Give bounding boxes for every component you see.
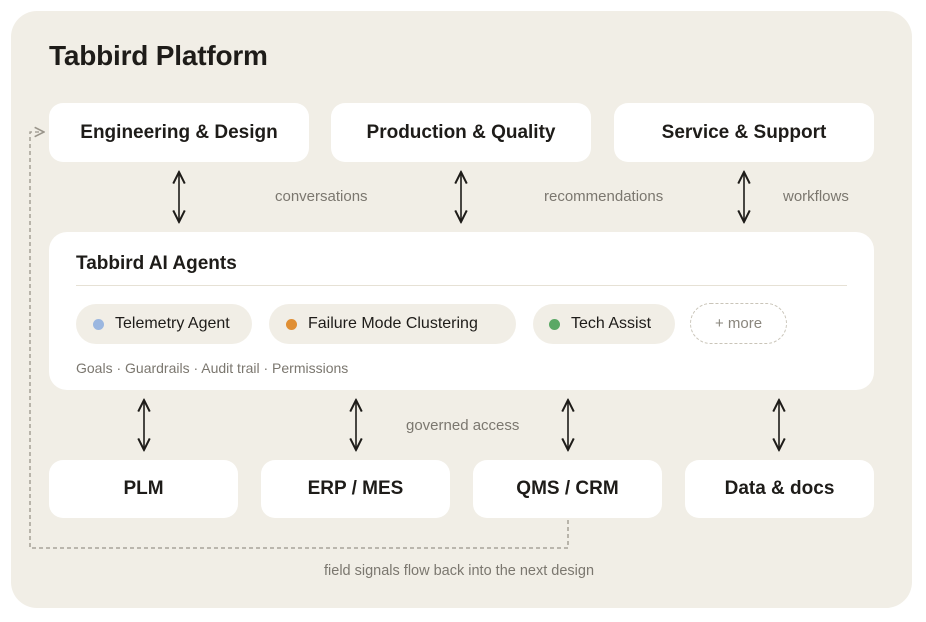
tech-assist-pill[interactable]: Tech Assist (533, 304, 675, 344)
pill-label: Failure Mode Clustering (308, 315, 478, 332)
feedback-label: field signals flow back into the next de… (324, 563, 595, 579)
pill-label: Telemetry Agent (115, 315, 230, 332)
ai-agents-panel: Tabbird AI Agents Telemetry Agent Failur… (49, 232, 874, 390)
agents-title: Tabbird AI Agents (76, 253, 237, 274)
more-agents-pill[interactable]: + more (690, 303, 787, 344)
page-title: Tabbird Platform (49, 40, 268, 71)
agents-divider (76, 285, 847, 286)
service-support-box: Service & Support (614, 103, 874, 162)
governed-access-label: governed access (406, 417, 520, 434)
conversations-label: conversations (275, 188, 368, 205)
workflows-label: workflows (783, 188, 849, 205)
erp-mes-box: ERP / MES (261, 460, 450, 518)
recommendations-label: recommendations (544, 188, 664, 205)
pill-label: Tech Assist (571, 315, 652, 332)
status-dot-icon (93, 318, 104, 330)
agents-footer: Goals · Guardrails · Audit trail · Permi… (76, 360, 349, 376)
telemetry-agent-pill[interactable]: Telemetry Agent (76, 304, 252, 344)
engineering-design-box: Engineering & Design (49, 103, 309, 162)
status-dot-icon (549, 318, 560, 330)
status-dot-icon (286, 318, 297, 330)
qms-crm-box: QMS / CRM (473, 460, 662, 518)
production-quality-box: Production & Quality (331, 103, 591, 162)
plm-box: PLM (49, 460, 238, 518)
failure-mode-clustering-pill[interactable]: Failure Mode Clustering (269, 304, 516, 344)
feedback-loop-arrow-icon (29, 132, 569, 549)
data-docs-box: Data & docs (685, 460, 874, 518)
